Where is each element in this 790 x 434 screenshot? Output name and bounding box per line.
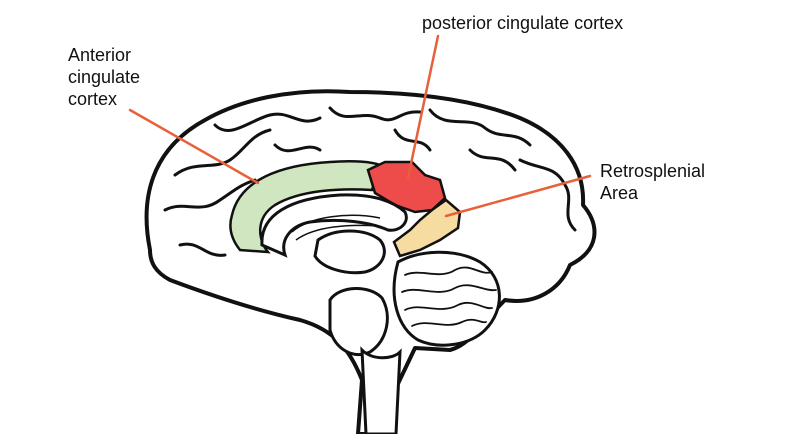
label-line: Retrosplenial [600, 161, 706, 181]
thalamus [313, 229, 386, 275]
label-retrosplenial-area: Retrosplenial Area [600, 160, 705, 204]
pointer-line-anterior [128, 108, 260, 185]
pointer-line-posterior [406, 34, 440, 180]
label-line: Area [600, 183, 639, 203]
label-line: cortex [68, 89, 118, 109]
label-line: posterior cingulate cortex [422, 13, 624, 33]
gyri-lines [163, 106, 577, 257]
label-posterior-cingulate-cortex: posterior cingulate cortex [422, 12, 623, 34]
cerebellum-folia [401, 266, 497, 327]
anterior-cingulate-region [229, 159, 382, 254]
callosum-fibres [291, 214, 381, 241]
pointer-line-retrosplenial [444, 174, 592, 218]
retrosplenial-region [392, 198, 462, 258]
label-line: cingulate [68, 67, 141, 87]
cerebellum [392, 250, 501, 347]
label-anterior-cingulate-cortex: Anterior cingulate cortex [68, 44, 140, 110]
pons [328, 287, 389, 356]
brainstem [360, 346, 402, 434]
label-line: Anterior [68, 45, 132, 65]
